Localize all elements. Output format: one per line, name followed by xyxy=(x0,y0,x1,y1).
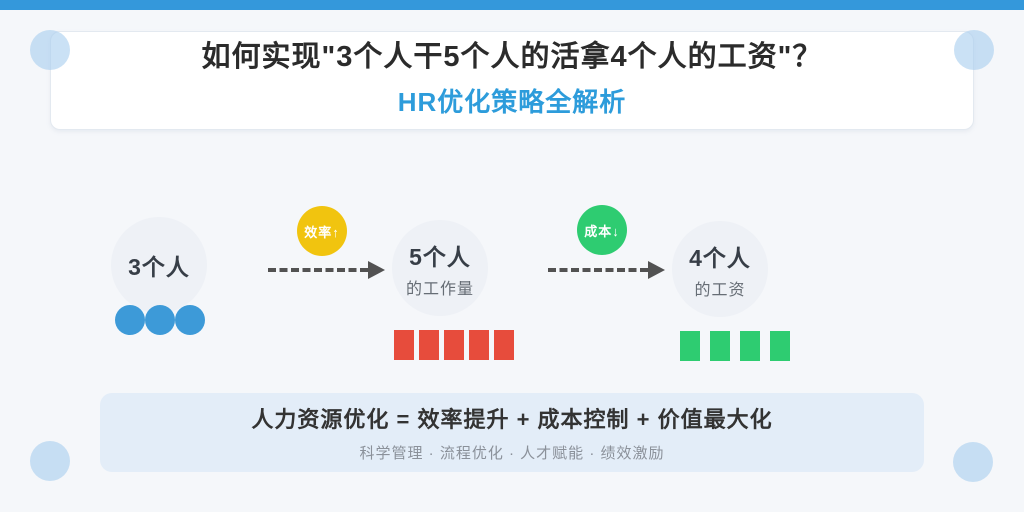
unit-square xyxy=(394,330,414,360)
node-label: 3个人 xyxy=(128,254,190,280)
node-label: 5个人 xyxy=(409,243,471,270)
node-label: 4个人 xyxy=(689,244,751,271)
arrow-head-icon xyxy=(648,261,665,279)
node-4-people-salary: 4个人 的工资 xyxy=(672,221,768,317)
unit-square xyxy=(770,331,790,361)
footer-summary-bar: 人力资源优化 = 效率提升 + 成本控制 + 价值最大化 科学管理 · 流程优化… xyxy=(100,393,924,472)
decorative-circle-bottom-right xyxy=(953,442,993,482)
decorative-circle-bottom-left xyxy=(30,441,70,481)
node-sublabel: 的工作量 xyxy=(405,280,474,298)
unit-circle xyxy=(115,305,145,335)
person-dots-group xyxy=(115,305,205,335)
top-accent-bar xyxy=(0,0,1024,10)
unit-square xyxy=(494,330,514,360)
arrow-cost xyxy=(548,261,665,279)
unit-square xyxy=(710,331,730,361)
efficiency-up-badge: 效率↑ xyxy=(297,206,347,256)
arrow-dashed-line xyxy=(548,268,648,272)
arrow-head-icon xyxy=(368,261,385,279)
unit-square xyxy=(444,330,464,360)
node-3-people: 3个人 xyxy=(111,217,207,313)
unit-square xyxy=(680,331,700,361)
node-5-people-workload: 5个人 的工作量 xyxy=(392,220,488,316)
arrow-efficiency xyxy=(268,261,385,279)
header-card: 如何实现"3个人干5个人的活拿4个人的工资"？ HR优化策略全解析 xyxy=(50,31,974,130)
workload-bars-group xyxy=(394,330,514,360)
decorative-circle-top-left xyxy=(30,30,70,70)
cost-down-badge: 成本↓ xyxy=(577,205,627,255)
node-sublabel: 的工资 xyxy=(694,281,746,299)
unit-square xyxy=(469,330,489,360)
footer-tags: 科学管理 · 流程优化 · 人才赋能 · 绩效激励 xyxy=(359,445,665,462)
unit-circle xyxy=(145,305,175,335)
unit-square xyxy=(419,330,439,360)
unit-circle xyxy=(175,305,205,335)
salary-bars-group xyxy=(680,331,790,361)
page-title: 如何实现"3个人干5个人的活拿4个人的工资"？ xyxy=(201,40,823,73)
decorative-circle-top-right xyxy=(954,30,994,70)
unit-square xyxy=(740,331,760,361)
page-subtitle: HR优化策略全解析 xyxy=(397,87,627,118)
arrow-dashed-line xyxy=(268,268,368,272)
footer-formula: 人力资源优化 = 效率提升 + 成本控制 + 价值最大化 xyxy=(251,407,773,432)
